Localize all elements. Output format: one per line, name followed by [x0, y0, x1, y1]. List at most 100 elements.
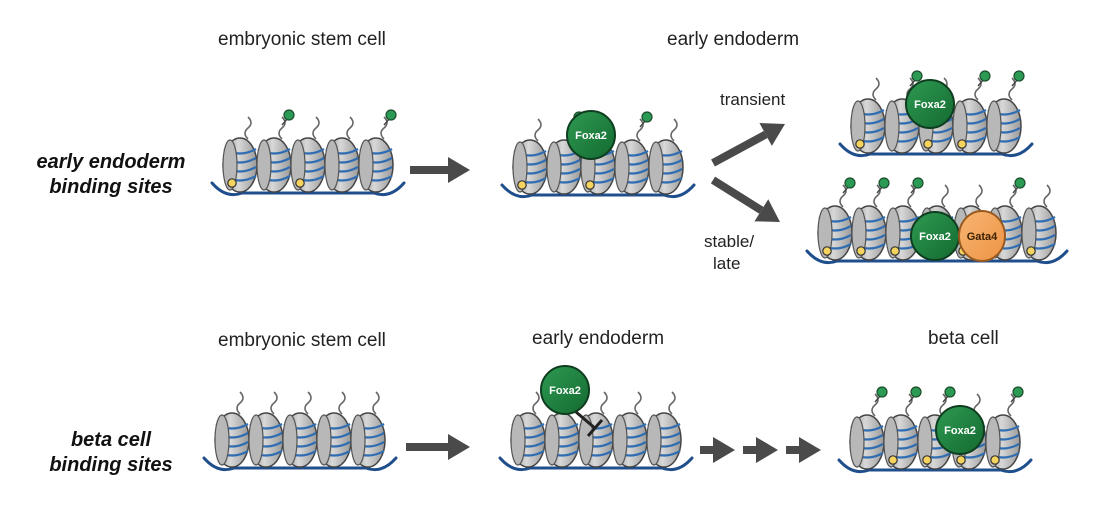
nucleosome-face [985, 416, 1001, 468]
nucleosome [290, 116, 326, 193]
nucleosome [612, 391, 648, 468]
histone-tail [236, 391, 244, 415]
histone-mark [979, 70, 991, 82]
bottom-row-label: beta cell binding sites [22, 428, 200, 478]
nucleosome-face [884, 100, 900, 152]
histone-mark [1013, 70, 1025, 82]
bottom-stage-endoderm-label: early endoderm [532, 328, 665, 349]
histone-tail [372, 391, 380, 415]
dna-strand [498, 456, 694, 472]
nucleosome-face [850, 100, 866, 152]
nucleosome [512, 118, 548, 195]
nucleosome-face [316, 414, 332, 466]
nucleosome [849, 386, 888, 470]
nucleosome [324, 116, 360, 193]
nucleosome [883, 386, 922, 470]
arrow-bottom-main-head [448, 434, 470, 460]
arrow-stable-shaft [710, 176, 764, 214]
dna-strand [838, 142, 1034, 158]
nucleosome [544, 391, 580, 468]
arrow-transient [711, 123, 785, 167]
nucleosome [256, 109, 295, 193]
nucleosome-face [324, 139, 340, 191]
foxa2-transient-body [905, 79, 955, 129]
nucleosome [248, 391, 284, 468]
nucleosome-face [358, 139, 374, 191]
arrow-top-main-head [448, 157, 470, 183]
nucleosome [578, 391, 614, 468]
bottom-row-label-line1: beta cell [70, 429, 152, 451]
histone-tail [338, 391, 346, 415]
nucleosome [350, 391, 386, 468]
methyl-dot [295, 178, 305, 188]
arrow-stable-head [754, 199, 780, 222]
histone-tail [872, 77, 880, 101]
histone-mark [912, 177, 924, 189]
bottom-stage-esc-label: embryonic stem cell [218, 330, 386, 351]
nucleosome [817, 177, 856, 261]
nucleosome [222, 116, 258, 193]
arrow-step-3-head [799, 437, 821, 463]
arrow-step-3 [786, 437, 821, 463]
histone-tail [532, 391, 540, 415]
nucleosome-face [282, 414, 298, 466]
nucleosome-layer [214, 70, 1057, 470]
bottom-row-label-line2: binding sites [49, 454, 173, 476]
histone-mark [878, 177, 890, 189]
histone-tail [670, 118, 678, 142]
dna-strand [805, 249, 1069, 265]
arrow-transient-head [759, 123, 785, 146]
histone-mark [385, 109, 397, 121]
nucleosome-face [817, 207, 833, 259]
dna-strand [202, 456, 398, 472]
gata4-stable-label: Gata4 [967, 231, 998, 243]
nucleosome-face [214, 414, 230, 466]
histone-tail [278, 116, 286, 140]
foxa2-beta: Foxa2 [935, 405, 985, 455]
histone-tail [975, 184, 983, 208]
nucleosome-face [952, 100, 968, 152]
nucleosome [850, 77, 886, 154]
nucleosome [648, 118, 684, 195]
histone-mark [1014, 177, 1026, 189]
histone-tail [907, 184, 915, 208]
histone-tail [634, 391, 642, 415]
histone-tail [1008, 77, 1016, 101]
arrow-stable [710, 176, 780, 222]
nucleosome [646, 391, 682, 468]
histone-tail [974, 77, 982, 101]
top-stage-endoderm-label: early endoderm [667, 29, 800, 50]
foxa2-top-mid-label: Foxa2 [575, 130, 607, 142]
methyl-dot [990, 455, 1000, 465]
histone-tail [939, 393, 947, 417]
nucleosome [316, 391, 352, 468]
inhibition-line [575, 410, 597, 431]
histone-mark [283, 109, 295, 121]
nucleosome [1021, 184, 1057, 261]
methyl-dot [888, 455, 898, 465]
dna-layer [202, 142, 1069, 474]
histone-tail [312, 116, 320, 140]
methyl-dot [227, 178, 237, 188]
foxa2-beta-body [935, 405, 985, 455]
dna-strand [500, 183, 696, 199]
nucleosome-face [248, 414, 264, 466]
histone-tail [346, 116, 354, 140]
histone-tail [941, 184, 949, 208]
histone-mark [911, 70, 923, 82]
gata4-stable: Gata4 [958, 210, 1006, 262]
arrows-layer [406, 123, 821, 463]
branch-transient-label: transient [720, 90, 786, 109]
foxa2-transient-label: Foxa2 [914, 99, 946, 111]
arrow-transient-shaft [711, 130, 768, 167]
nucleosome-face [1021, 207, 1037, 259]
nucleosome-face [883, 416, 899, 468]
nucleosome [986, 70, 1025, 154]
methyl-dot [890, 246, 900, 256]
nucleosome-face [256, 139, 272, 191]
methyl-dot [923, 139, 933, 149]
histone-mark [844, 177, 856, 189]
foxa2-top-mid: Foxa2 [566, 110, 616, 160]
histone-mark [1012, 386, 1024, 398]
